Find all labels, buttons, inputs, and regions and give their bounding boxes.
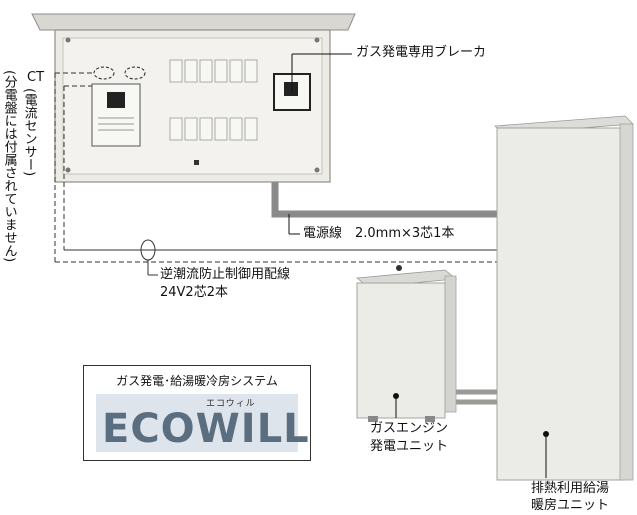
control-line-spec: 24V2芯2本 [160, 285, 228, 300]
heat-unit [494, 115, 634, 481]
generator-label-2: 発電ユニット [370, 439, 449, 454]
ct-label: CT [27, 70, 45, 85]
logo-panel: エコウィル ECOWILL [96, 394, 309, 452]
logo-kana: エコウィル [206, 399, 256, 409]
heat-unit-label-1: 排熱利用給湯 [531, 481, 610, 496]
ct-sensor-right [124, 66, 146, 80]
control-line-label: 逆潮流防止制御用配線 [160, 267, 291, 282]
logo-wordmark: ECOWILL [102, 406, 310, 452]
logo-title: ガス発電･給湯暖冷房システム [116, 374, 278, 388]
ecowill-logo-box: ガス発電･給湯暖冷房システム エコウィル ECOWILL [83, 365, 311, 461]
control-wire [64, 239, 500, 276]
power-cable [271, 182, 500, 218]
generator-unit [355, 265, 458, 422]
ct-wires [54, 72, 500, 263]
gas-breaker-label: ガス発電専用ブレーカ [356, 45, 487, 60]
branch-breakers-bottom [169, 117, 258, 141]
branch-breakers-top [169, 59, 258, 83]
distribution-panel [31, 13, 356, 183]
ct-supply-note: (分電盤には付属されていません) [1, 70, 17, 263]
power-line-label: 電源線 2.0mm×3芯1本 [303, 226, 455, 241]
heat-unit-label-2: 暖房ユニット [531, 498, 610, 513]
pipes [452, 389, 497, 405]
ct-sensor-left [93, 66, 115, 80]
ct-sensor-note: (電流センサー) [21, 88, 37, 177]
generator-label-1: ガスエンジン [370, 421, 449, 436]
